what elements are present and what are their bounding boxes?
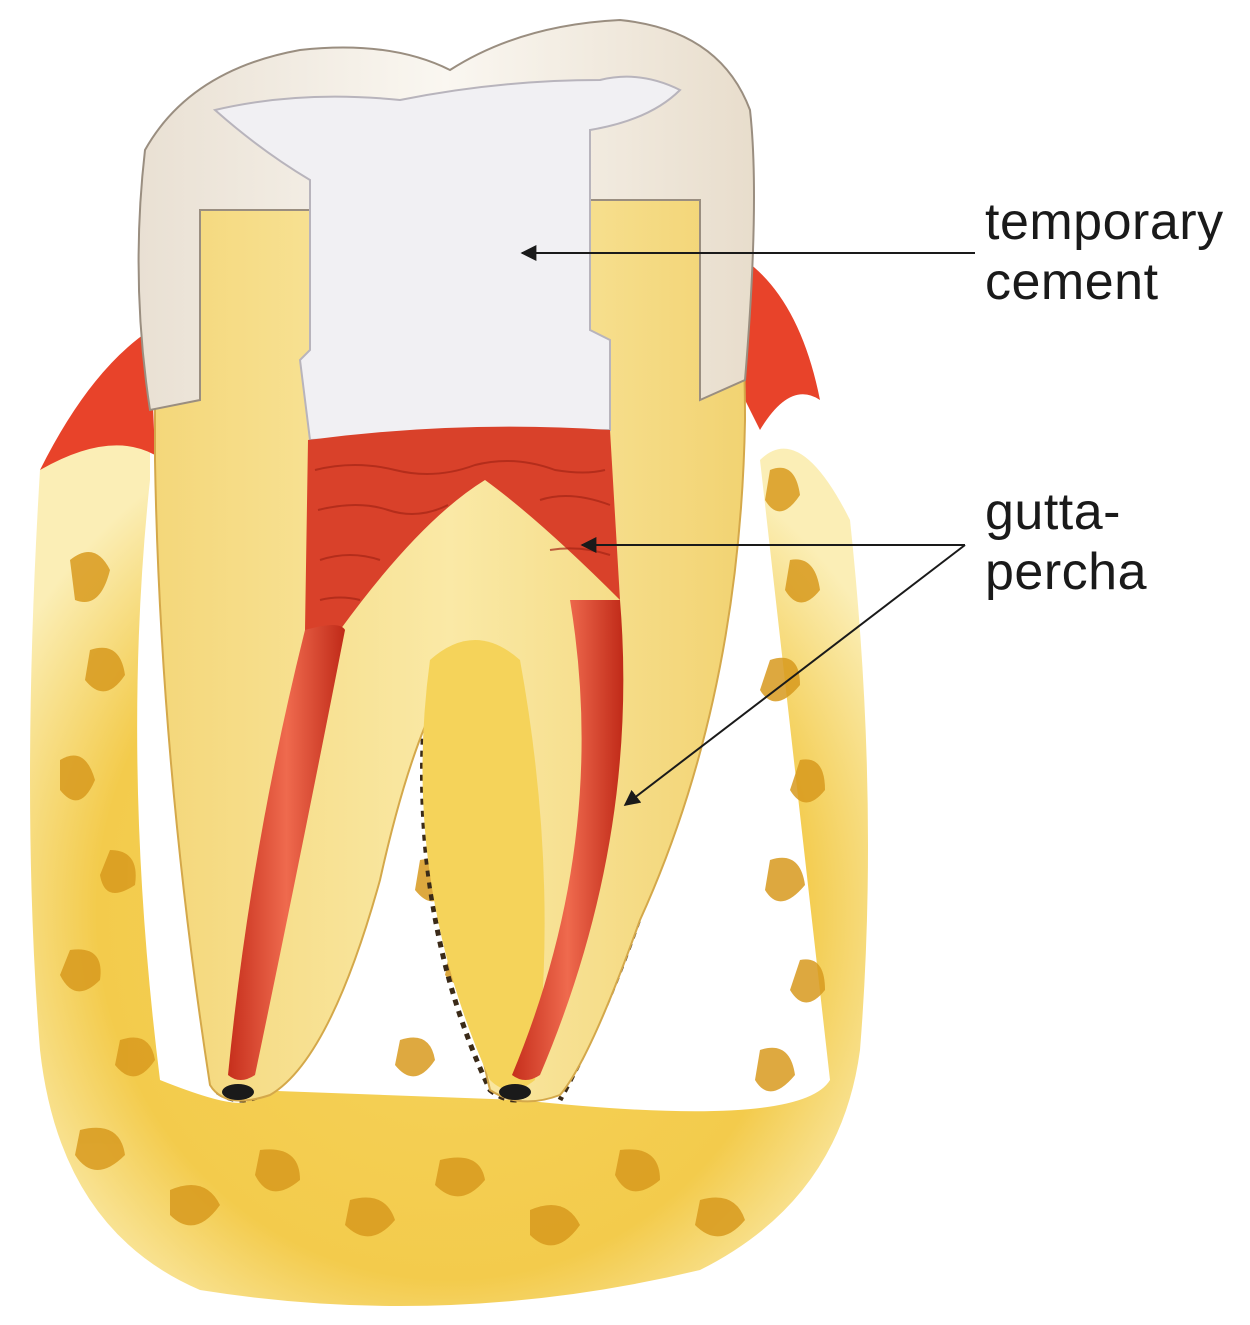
- label-gutta-percha-line2: percha: [985, 542, 1147, 602]
- label-gutta-percha-line1: gutta-: [985, 482, 1147, 542]
- interradicular-bone: [423, 640, 545, 1090]
- apex-left: [222, 1084, 254, 1100]
- label-temporary-cement-line1: temporary: [985, 192, 1224, 252]
- label-gutta-percha: gutta- percha: [985, 482, 1147, 602]
- label-temporary-cement-line2: cement: [985, 252, 1224, 312]
- label-temporary-cement: temporary cement: [985, 192, 1224, 312]
- gum-right: [745, 260, 820, 430]
- apex-right: [499, 1084, 531, 1100]
